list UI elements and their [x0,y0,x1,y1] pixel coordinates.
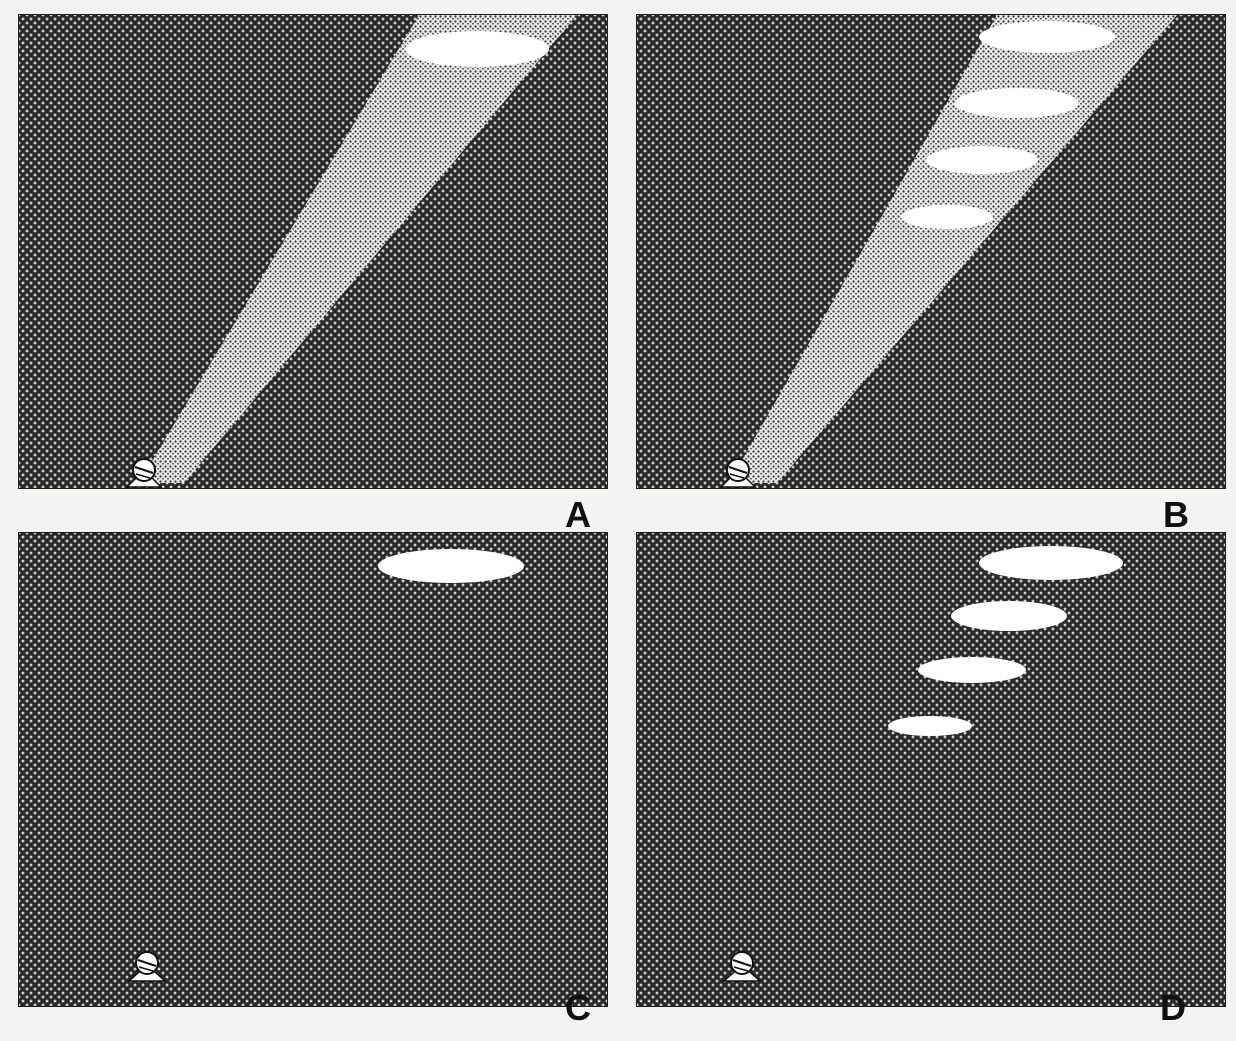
panel-label-b: B [1163,494,1189,535]
cloud-layer [926,146,1038,174]
cloud-layer [378,549,524,583]
panel-b [636,14,1226,489]
panel-label-c: C [565,987,591,1028]
cloud-layer [979,546,1123,580]
panel-d [636,532,1226,1007]
cloud-layer [888,716,972,736]
panel-b-drawing [719,15,1177,488]
searchlight-icon [719,458,757,488]
panel-label-d: D [1160,987,1186,1028]
panel-a [18,14,608,489]
searchlight-icon [125,458,163,488]
cloud-layer [918,657,1026,683]
panel-d-drawing [722,546,1123,982]
searchlight-icon [127,951,167,982]
cloud-layer [951,601,1067,631]
cloud-layer [405,31,549,67]
searchlight-beam [729,15,1177,483]
cloud-layer [955,88,1079,118]
searchlight-beam [139,15,577,483]
cloud-layer [901,205,993,229]
searchlight-icon [722,951,762,982]
panel-a-drawing [125,15,577,488]
cloud-layer [979,21,1115,53]
panel-c-drawing [127,549,524,982]
panel-label-a: A [565,494,591,535]
panel-c [18,532,608,1007]
